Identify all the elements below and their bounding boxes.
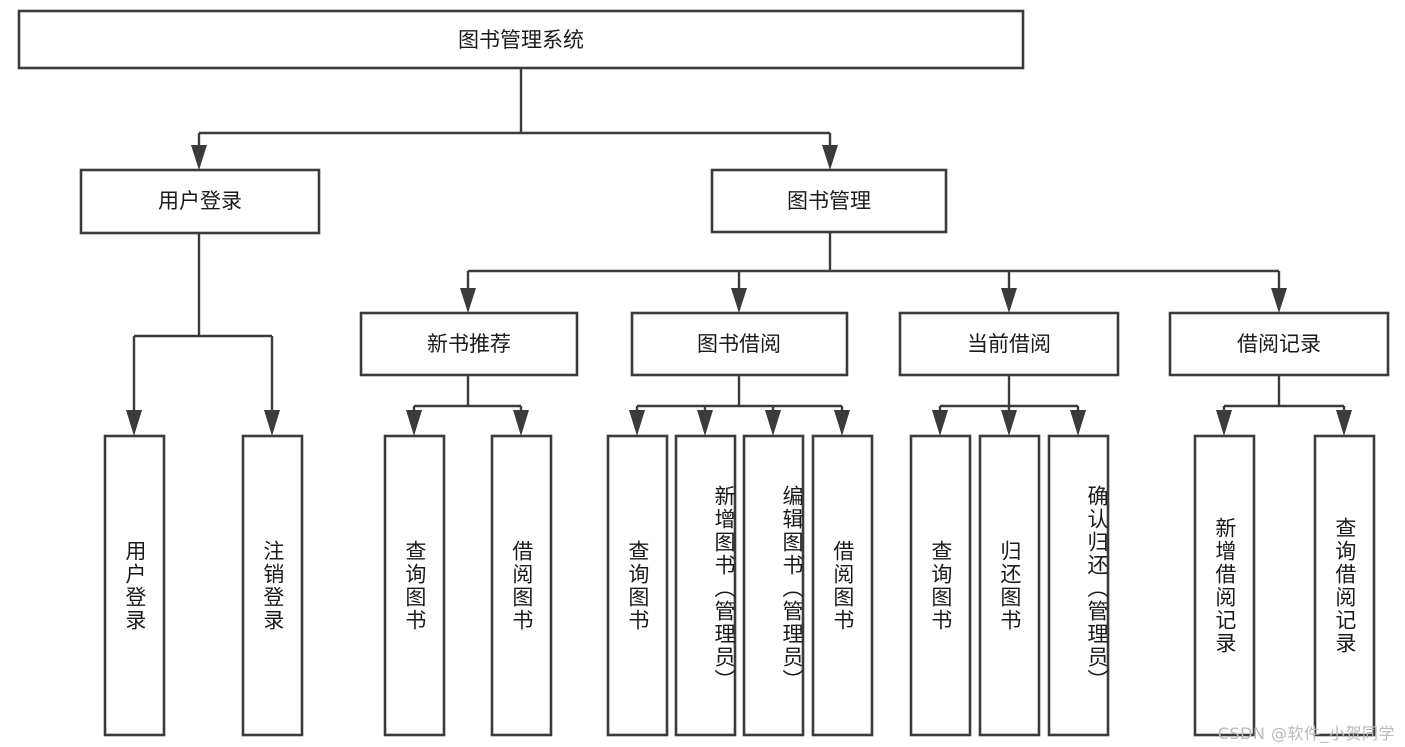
arrow-icon-borrowrecord-leaf-1	[1216, 410, 1232, 436]
node-current-borrow[interactable]: 当前借阅	[898, 311, 1120, 377]
leaf-box-current-borrow-2[interactable]	[1047, 434, 1110, 737]
arrow-icon-leaf-logout	[264, 410, 280, 436]
leaf-box-book-borrow-3[interactable]	[811, 434, 874, 737]
leaf-box-new-book-1[interactable]	[490, 434, 553, 737]
leaf-boxes-new-book-recommend	[383, 434, 553, 737]
leaf-box-borrow-record-1[interactable]	[1313, 434, 1376, 737]
leaf-boxes-current-borrow	[909, 434, 1110, 737]
node-user-login-box[interactable]	[79, 168, 321, 235]
node-root-system-label: 图书管理系统	[458, 28, 584, 52]
leaf-box-book-borrow-2[interactable]	[742, 434, 805, 737]
node-book-borrow-label: 图书借阅	[697, 332, 781, 356]
node-root-system[interactable]: 图书管理系统	[17, 9, 1025, 70]
node-book-borrow-box[interactable]	[630, 311, 849, 377]
leaf-box-new-book-0[interactable]	[383, 434, 446, 737]
node-borrow-record-label: 借阅记录	[1237, 332, 1321, 356]
arrow-icon-to-new-book	[460, 288, 476, 313]
connectors-current-borrow-to-leaves	[932, 375, 1086, 436]
leaf-boxes-borrow-record	[1193, 434, 1376, 737]
arrow-icon-to-borrow-record	[1271, 288, 1287, 313]
arrow-icon-bookborrow-leaf-2	[697, 410, 713, 436]
node-book-manage[interactable]: 图书管理	[710, 168, 948, 234]
leaf-box-current-borrow-0[interactable]	[909, 434, 972, 737]
connectors-book-manage-to-level3	[460, 232, 1287, 313]
arrow-icon-currentborrow-leaf-3	[1070, 410, 1086, 436]
arrow-icon-newbook-leaf-2	[513, 410, 529, 436]
node-borrow-record[interactable]: 借阅记录	[1168, 311, 1390, 377]
leaf-box-user-login-0[interactable]	[103, 434, 166, 737]
node-book-manage-label: 图书管理	[787, 189, 871, 213]
arrow-icon-to-current-borrow	[1001, 288, 1017, 313]
leaf-boxes-book-borrow	[606, 434, 874, 737]
leaf-box-current-borrow-1[interactable]	[978, 434, 1041, 737]
arrow-icon-newbook-leaf-1	[406, 410, 422, 436]
node-current-borrow-box[interactable]	[898, 311, 1120, 377]
arrow-icon-borrowrecord-leaf-2	[1336, 410, 1352, 436]
leaf-box-book-borrow-0[interactable]	[606, 434, 669, 737]
arrow-icon-bookborrow-leaf-3	[765, 410, 781, 436]
leaf-box-book-borrow-1[interactable]	[674, 434, 737, 737]
node-new-book-recommend-box[interactable]	[359, 311, 579, 377]
connectors-book-borrow-to-leaves	[629, 375, 850, 436]
arrow-icon-bookborrow-leaf-4	[834, 410, 850, 436]
leaf-box-user-login-1[interactable]	[241, 434, 304, 737]
arrow-icon-currentborrow-leaf-1	[932, 410, 948, 436]
connectors-root-to-level2	[191, 68, 838, 170]
node-user-login[interactable]: 用户登录	[79, 168, 321, 235]
arrow-icon-to-user-login	[191, 145, 207, 170]
connectors-borrow-record-to-leaves	[1216, 375, 1352, 436]
arrow-icon-bookborrow-leaf-1	[629, 410, 645, 436]
node-book-manage-box[interactable]	[710, 168, 948, 234]
node-new-book-recommend[interactable]: 新书推荐	[359, 311, 579, 377]
connectors-user-login-to-leaves	[126, 233, 280, 436]
node-current-borrow-label: 当前借阅	[967, 332, 1051, 356]
node-new-book-recommend-label: 新书推荐	[427, 332, 511, 356]
arrow-icon-currentborrow-leaf-2	[1001, 410, 1017, 436]
node-user-login-label: 用户登录	[158, 189, 242, 213]
arrow-icon-leaf-user-login	[126, 410, 142, 436]
csdn-watermark: CSDN @软件_小贺同学	[1217, 724, 1395, 743]
arrow-icon-to-book-manage	[822, 145, 838, 170]
leaf-box-borrow-record-0[interactable]	[1193, 434, 1256, 737]
arrow-icon-to-book-borrow	[731, 288, 747, 313]
node-borrow-record-box[interactable]	[1168, 311, 1390, 377]
node-book-borrow[interactable]: 图书借阅	[630, 311, 849, 377]
leaf-boxes-user-login	[103, 434, 304, 737]
connectors-new-book-to-leaves	[406, 375, 529, 436]
node-root-system-box[interactable]	[17, 9, 1025, 70]
